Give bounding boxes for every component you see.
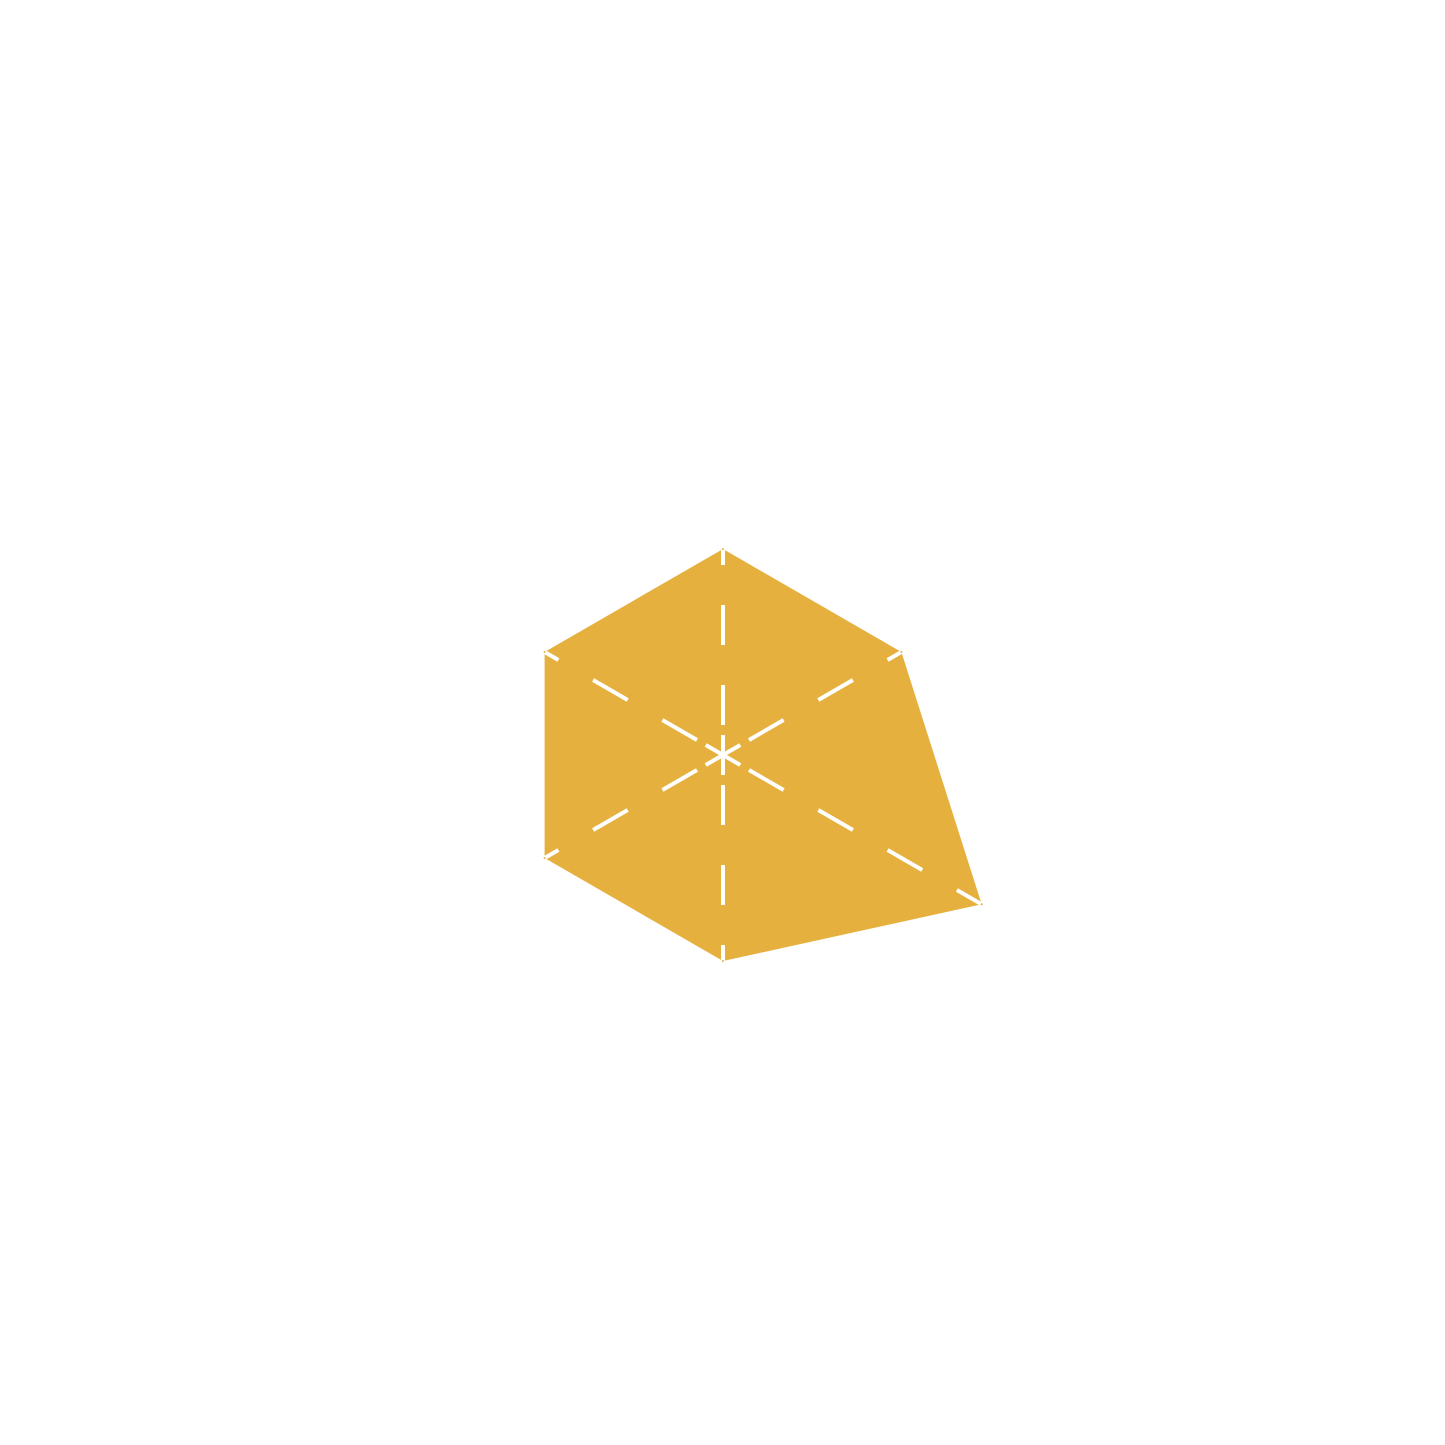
radar-spokes	[543, 549, 983, 961]
radar-point-6	[543, 651, 546, 653]
radar-point-4	[722, 960, 724, 962]
radar-spoke-6	[543, 650, 699, 742]
center-asterisk-stroke	[704, 743, 742, 767]
radar-spoke-5	[543, 768, 699, 860]
radar-point-3	[980, 903, 983, 906]
radar-vertices	[543, 548, 983, 962]
radar-point-1	[722, 548, 724, 550]
radar-spoke-2	[747, 650, 903, 742]
radar-data-polygon	[544, 549, 982, 961]
radar-point-2	[900, 651, 903, 653]
center-asterisk-icon	[704, 735, 742, 775]
radar-point-5	[543, 857, 546, 859]
